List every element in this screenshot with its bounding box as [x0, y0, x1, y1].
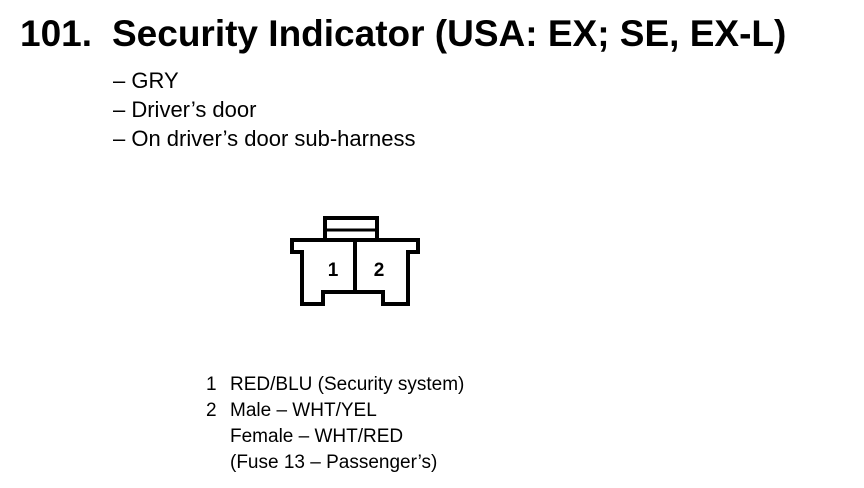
detail-color: – GRY — [113, 68, 179, 93]
connector-pin-1-label: 1 — [328, 260, 339, 281]
pin-wire-text: Female – WHT/RED — [230, 426, 404, 447]
component-number: 101. — [20, 13, 93, 54]
component-title: Security Indicator (USA: EX; SE, EX-L) — [112, 13, 787, 54]
pin-description-list: 1 RED/BLU (Security system) 2 Male – WHT… — [206, 372, 464, 476]
pin-description-2: 2 Male – WHT/YEL Female – WHT/RED (Fuse … — [206, 398, 464, 476]
connector-pin-2-label: 2 — [374, 260, 385, 281]
detail-harness: – On driver’s door sub-harness — [113, 126, 416, 151]
pin-wire-text: RED/BLU (Security system) — [230, 374, 465, 395]
connector-diagram: 1 2 — [290, 216, 420, 306]
pin-description-1: 1 RED/BLU (Security system) — [206, 372, 464, 398]
pin-wire-text: Male – WHT/YEL — [230, 400, 377, 421]
pin-number: 1 — [206, 374, 217, 395]
connector-housing — [290, 238, 420, 306]
detail-location: – Driver’s door — [113, 97, 257, 122]
connector-details: – GRY – Driver’s door – On driver’s door… — [113, 66, 415, 153]
pin-wire-text: (Fuse 13 – Passenger’s) — [230, 452, 438, 473]
page-title: 101. Security Indicator (USA: EX; SE, EX-… — [20, 12, 786, 56]
pin-number: 2 — [206, 400, 217, 421]
